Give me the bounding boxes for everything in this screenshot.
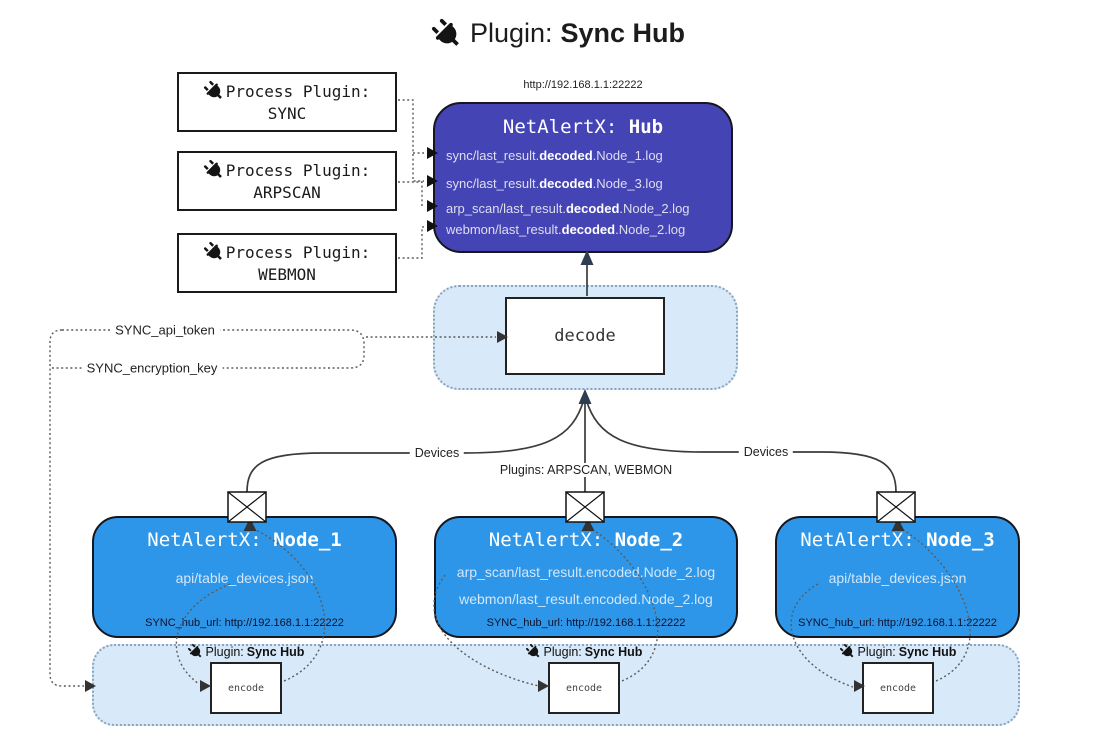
hub-title-prefix: NetAlertX: bbox=[502, 116, 618, 138]
node-file: api/table_devices.json bbox=[175, 570, 314, 586]
page-title-label: Plugin: bbox=[469, 18, 553, 48]
encode-box: encode bbox=[862, 662, 934, 714]
process-plugin-label: Process Plugin: bbox=[225, 81, 371, 101]
page-title: Plugin: Sync Hub bbox=[0, 18, 1117, 49]
process-plugin-sync-box: Process Plugin: SYNC bbox=[177, 72, 397, 132]
encoder-plugin-label: Plugin: Sync Hub bbox=[499, 643, 669, 659]
node-file: webmon/last_result.encoded.Node_2.log bbox=[459, 591, 713, 607]
encode-box: encode bbox=[548, 662, 620, 714]
page-title-name: Sync Hub bbox=[560, 18, 686, 48]
edge-settings-to-encoders bbox=[49, 329, 84, 687]
plug-icon bbox=[525, 643, 541, 659]
plugins-mid-label: Plugins: ARPSCAN, WEBMON bbox=[494, 463, 678, 477]
devices-left-label: Devices bbox=[409, 446, 465, 460]
sync-encryption-key-label: SYNC_encryption_key bbox=[81, 360, 223, 376]
node-title: NetAlertX: Node_3 bbox=[800, 529, 995, 551]
process-plugin-name: WEBMON bbox=[258, 265, 316, 284]
plug-icon bbox=[203, 80, 224, 101]
hub-box: NetAlertX: Hub sync/last_result.decoded.… bbox=[433, 102, 733, 253]
process-plugin-name: ARPSCAN bbox=[253, 183, 321, 202]
encode-box: encode bbox=[210, 662, 282, 714]
plug-icon bbox=[839, 643, 855, 659]
process-plugin-label: Process Plugin: bbox=[225, 242, 371, 262]
hub-log-line: sync/last_result.decoded.Node_3.log bbox=[446, 176, 663, 191]
process-plugin-label: Process Plugin: bbox=[225, 160, 371, 180]
encoder-plugin-label: Plugin: Sync Hub bbox=[161, 643, 331, 659]
node-hub-url: SYNC_hub_url: http://192.168.1.1:22222 bbox=[798, 617, 997, 629]
hub-title: NetAlertX: Hub bbox=[435, 116, 731, 138]
sync-api-token-label: SYNC_api_token bbox=[110, 322, 220, 338]
hub-url-label: http://192.168.1.1:22222 bbox=[523, 79, 643, 91]
node-title: NetAlertX: Node_1 bbox=[147, 529, 342, 551]
devices-right-label: Devices bbox=[738, 445, 794, 459]
node-hub-url: SYNC_hub_url: http://192.168.1.1:22222 bbox=[486, 617, 686, 629]
node-file: arp_scan/last_result.encoded.Node_2.log bbox=[456, 564, 716, 580]
plug-icon bbox=[203, 159, 224, 180]
plug-icon bbox=[203, 241, 224, 262]
encoder-plugin-label: Plugin: Sync Hub bbox=[813, 643, 983, 659]
process-plugin-webmon-box: Process Plugin: WEBMON bbox=[177, 233, 397, 293]
edge-webmon-to-hub bbox=[398, 226, 424, 259]
node-2-box: NetAlertX: Node_2 arp_scan/last_result.e… bbox=[434, 516, 738, 638]
hub-log-line: sync/last_result.decoded.Node_1.log bbox=[446, 148, 663, 163]
process-plugin-name: SYNC bbox=[267, 104, 307, 123]
decode-box: decode bbox=[505, 297, 665, 375]
hub-log-line: arp_scan/last_result.decoded.Node_2.log bbox=[446, 201, 690, 216]
node-3-box: NetAlertX: Node_3 api/table_devices.json… bbox=[775, 516, 1020, 638]
arrowhead-up bbox=[578, 389, 592, 404]
edge-arpscan-to-hub bbox=[398, 181, 424, 207]
node-1-box: NetAlertX: Node_1 api/table_devices.json… bbox=[92, 516, 397, 638]
hub-title-name: Hub bbox=[628, 116, 664, 138]
node-title: NetAlertX: Node_2 bbox=[488, 529, 684, 551]
node-hub-url: SYNC_hub_url: http://192.168.1.1:22222 bbox=[145, 617, 344, 629]
plug-icon bbox=[187, 643, 203, 659]
hub-log-line: webmon/last_result.decoded.Node_2.log bbox=[446, 222, 686, 237]
plug-icon bbox=[431, 18, 462, 49]
node-file: api/table_devices.json bbox=[828, 570, 967, 586]
edge-sync-to-hub bbox=[398, 99, 424, 182]
process-plugin-arpscan-box: Process Plugin: ARPSCAN bbox=[177, 151, 397, 211]
